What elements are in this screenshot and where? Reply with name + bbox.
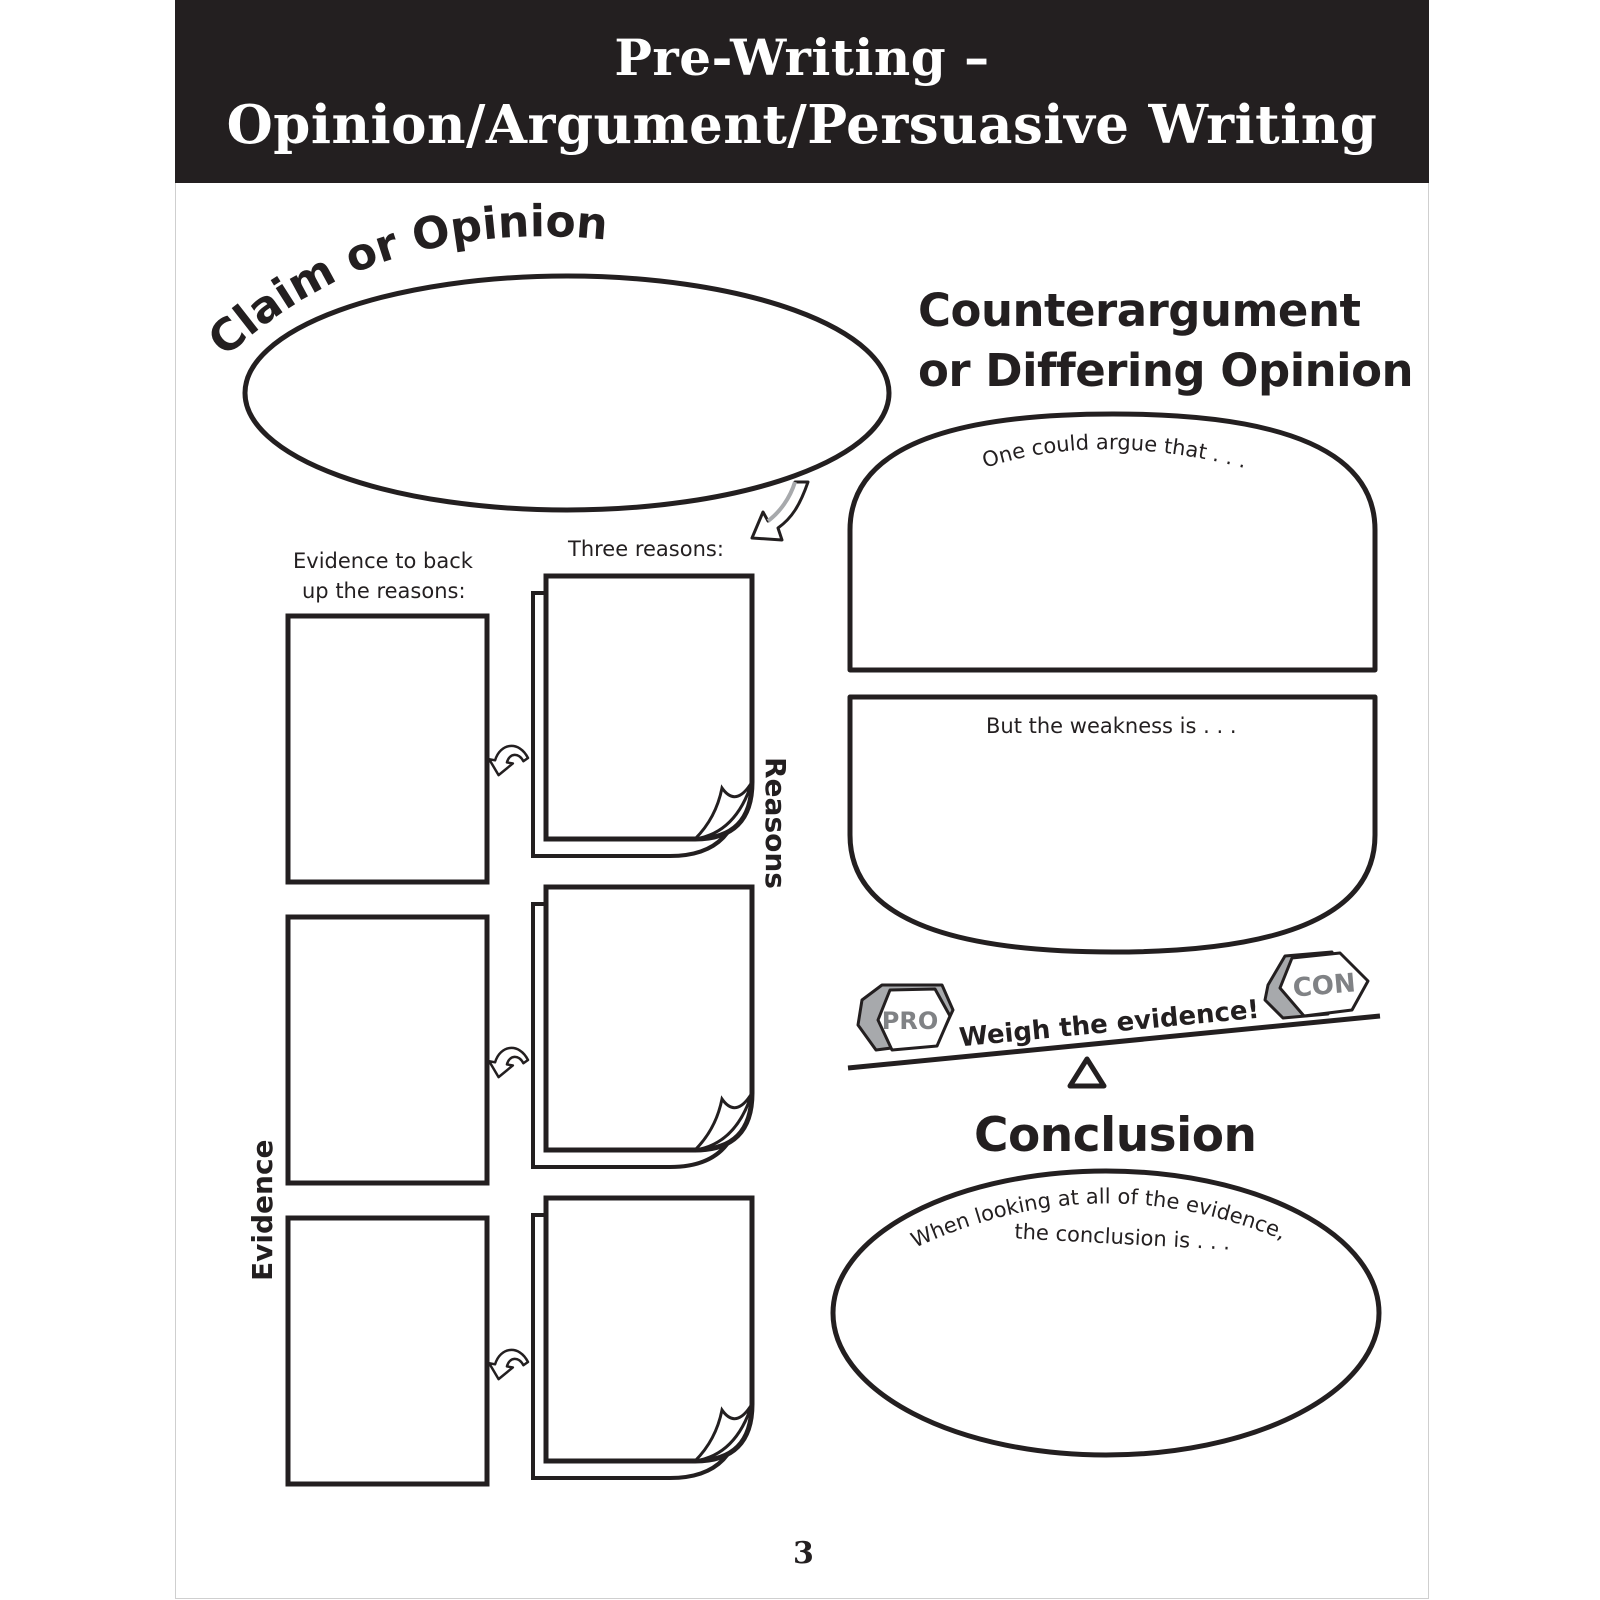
con-weight: CON	[1263, 950, 1370, 1020]
reason-note-1[interactable]	[531, 573, 755, 858]
counterargument-box[interactable]	[847, 411, 1378, 673]
reason-note-3[interactable]	[531, 1195, 755, 1480]
reason-to-evidence-arrow-1	[487, 744, 530, 777]
claim-to-reasons-arrow	[750, 480, 810, 542]
weakness-box[interactable]	[847, 694, 1378, 955]
reason-to-evidence-arrow-3	[487, 1348, 530, 1381]
conclusion-heading: Conclusion	[974, 1108, 1257, 1163]
con-label: CON	[1292, 968, 1357, 1003]
counterargument-heading-line-2: or Differing Opinion	[918, 344, 1414, 397]
evidence-prompt-line-2: up the reasons:	[302, 579, 466, 603]
evidence-box-2[interactable]	[285, 914, 490, 1186]
evidence-box-1[interactable]	[285, 613, 490, 885]
claim-box[interactable]	[242, 273, 892, 513]
reasons-side-label: Reasons	[759, 757, 792, 889]
conclusion-box[interactable]	[830, 1168, 1382, 1458]
reason-to-evidence-arrow-2	[487, 1046, 530, 1079]
counterargument-heading-line-1: Counterargument	[918, 284, 1361, 337]
pro-label: PRO	[882, 1007, 938, 1035]
page-number: 3	[793, 1536, 814, 1571]
reasons-prompt: Three reasons:	[568, 537, 724, 561]
reason-note-2[interactable]	[531, 884, 755, 1169]
weakness-prompt: But the weakness is . . .	[986, 714, 1237, 738]
evidence-prompt-line-1: Evidence to back	[293, 549, 473, 573]
title-banner: Pre-Writing – Opinion/Argument/Persuasiv…	[175, 0, 1429, 183]
evidence-scale	[847, 1013, 1381, 1089]
evidence-side-label: Evidence	[246, 1139, 279, 1281]
page-title-line-1: Pre-Writing –	[614, 28, 990, 87]
evidence-box-3[interactable]	[285, 1215, 490, 1487]
pro-weight: PRO	[856, 983, 955, 1052]
page-title-line-2: Opinion/Argument/Persuasive Writing	[226, 94, 1378, 156]
